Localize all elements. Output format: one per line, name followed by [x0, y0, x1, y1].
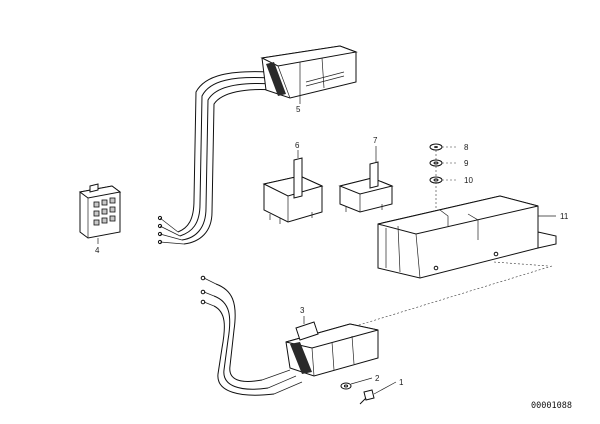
- image-code: 00001088: [531, 401, 572, 411]
- label-7: 7: [373, 136, 378, 145]
- label-10: 10: [464, 176, 473, 185]
- label-3: 3: [300, 306, 305, 315]
- part-6-relay[interactable]: 6: [262, 141, 324, 224]
- label-5: 5: [296, 105, 301, 114]
- label-8: 8: [464, 143, 469, 152]
- part-3-harness-connector[interactable]: 3: [200, 275, 379, 396]
- label-2: 2: [375, 374, 380, 383]
- part-11-bracket[interactable]: 11: [377, 195, 569, 279]
- part-10-washer[interactable]: 10: [429, 176, 473, 185]
- label-9: 9: [464, 159, 469, 168]
- part-8-nut[interactable]: 8: [429, 143, 469, 152]
- label-4: 4: [95, 246, 100, 255]
- part-3-wire-terminals: [200, 275, 217, 307]
- part-7-relay[interactable]: 7: [338, 136, 394, 213]
- part-5-wire-terminals: [157, 215, 185, 245]
- part-5-harness-connector[interactable]: 5: [157, 45, 358, 245]
- part-2-washer[interactable]: 2: [340, 374, 380, 390]
- plug-pin-grid: [93, 197, 116, 226]
- part-1-screw[interactable]: 1: [359, 378, 404, 405]
- part-4-plug-connector[interactable]: 4: [78, 183, 122, 255]
- label-1: 1: [399, 378, 404, 387]
- assembly-reference-line-2: [493, 261, 549, 267]
- label-11: 11: [560, 212, 569, 221]
- label-6: 6: [295, 141, 300, 150]
